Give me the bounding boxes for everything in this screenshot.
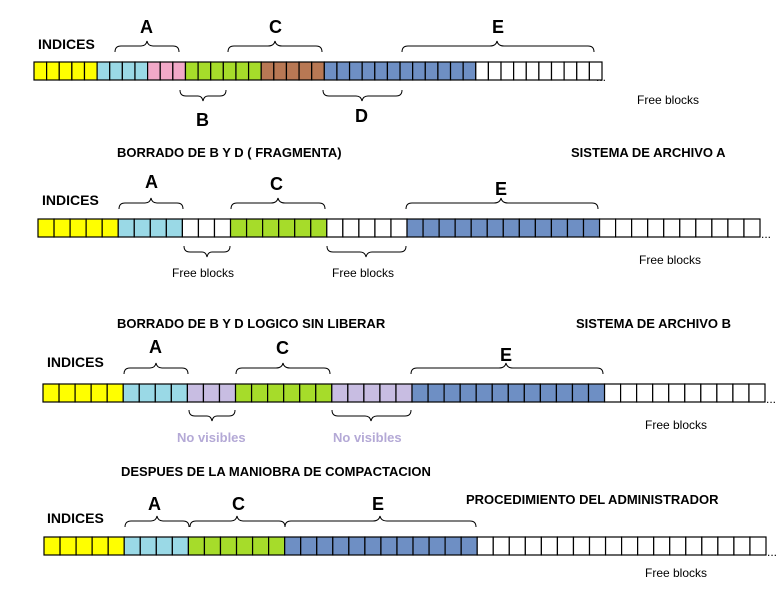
block-white bbox=[743, 218, 761, 238]
file-a-label: A bbox=[145, 172, 158, 192]
free-blocks-label: Free blocks bbox=[645, 566, 708, 580]
file-e-label: E bbox=[495, 179, 508, 199]
continuation-dots: ... bbox=[767, 545, 778, 559]
file-c-label: C bbox=[276, 338, 289, 358]
not-visible-label: No visibles bbox=[177, 430, 246, 445]
block-white bbox=[748, 383, 766, 403]
indices-label: INDICES bbox=[38, 36, 95, 52]
file-c-label: C bbox=[269, 17, 282, 37]
file-system-label: SISTEMA DE ARCHIVO B bbox=[576, 316, 732, 331]
section-heading: BORRADO DE B Y D ( FRAGMENTA) bbox=[117, 145, 342, 160]
indices-label: INDICES bbox=[47, 510, 104, 526]
continuation-dots: ... bbox=[766, 392, 777, 406]
file-d-label: D bbox=[355, 106, 368, 126]
indices-label: INDICES bbox=[42, 192, 99, 208]
file-e-label: E bbox=[492, 17, 505, 37]
file-e-label: E bbox=[500, 345, 513, 365]
file-system-label: SISTEMA DE ARCHIVO A bbox=[571, 145, 726, 160]
continuation-dots: ... bbox=[596, 70, 607, 84]
file-system-label: PROCEDIMIENTO DEL ADMINISTRADOR bbox=[466, 492, 719, 507]
gap-free-blocks-label: Free blocks bbox=[172, 266, 235, 280]
free-blocks-label: Free blocks bbox=[639, 253, 702, 267]
continuation-dots: ... bbox=[761, 227, 772, 241]
free-blocks-label: Free blocks bbox=[645, 418, 708, 432]
indices-label: INDICES bbox=[47, 354, 104, 370]
not-visible-label: No visibles bbox=[333, 430, 402, 445]
file-c-label: C bbox=[270, 174, 283, 194]
section-heading: BORRADO DE B Y D LOGICO SIN LIBERAR bbox=[117, 316, 386, 331]
file-e-label: E bbox=[372, 494, 385, 514]
file-b-label: B bbox=[196, 110, 209, 130]
block-white bbox=[749, 536, 767, 556]
gap-free-blocks-label: Free blocks bbox=[332, 266, 395, 280]
file-c-label: C bbox=[232, 494, 245, 514]
file-a-label: A bbox=[140, 17, 153, 37]
section-heading: DESPUES DE LA MANIOBRA DE COMPACTACION bbox=[121, 464, 431, 479]
block-white bbox=[588, 61, 603, 81]
free-blocks-label: Free blocks bbox=[637, 93, 700, 107]
file-a-label: A bbox=[148, 494, 161, 514]
file-a-label: A bbox=[149, 337, 162, 357]
